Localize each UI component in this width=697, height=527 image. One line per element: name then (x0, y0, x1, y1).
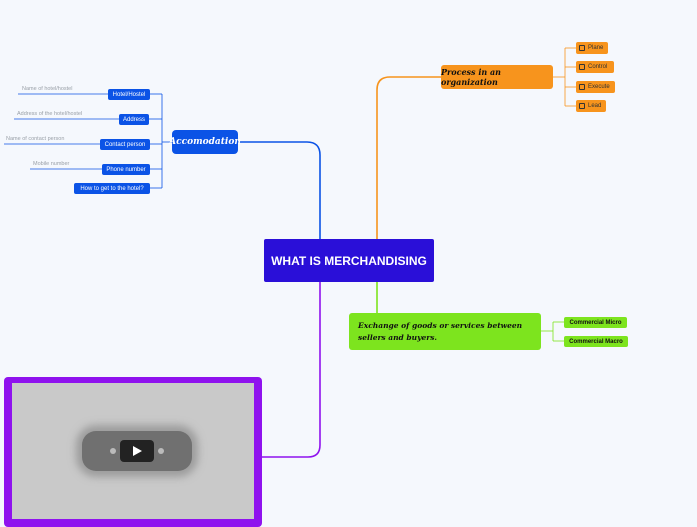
topic-accommodation[interactable]: Accomodation (169, 130, 241, 154)
subtopic-control[interactable]: Control (576, 61, 614, 73)
hint-hotel-name: Name of hotel/hostel (22, 86, 73, 92)
video-topic[interactable] (4, 377, 262, 527)
hint-contact-name: Name of contact person (6, 136, 65, 142)
hint-hotel-address: Address of the hotel/hostel (17, 111, 83, 117)
subtopic-contact-person[interactable]: Contact person (100, 139, 150, 150)
video-player-control[interactable] (82, 431, 192, 471)
subtopic-plane[interactable]: Plane (576, 42, 608, 54)
central-topic[interactable]: WHAT IS MERCHANDISING (264, 239, 434, 282)
topic-process[interactable]: Process in an organization (441, 65, 553, 89)
subtopic-execute[interactable]: Execute (576, 81, 615, 93)
dot-icon (158, 448, 164, 454)
play-triangle-icon (133, 446, 142, 456)
dot-icon (110, 448, 116, 454)
subtopic-commercial-micro[interactable]: Commercial Micro (564, 317, 627, 328)
subtopic-label: Control (588, 64, 608, 70)
subtopic-commercial-macro[interactable]: Commercial Macro (564, 336, 628, 347)
subtopic-label: Plane (588, 45, 604, 51)
checkbox-icon[interactable] (579, 84, 585, 90)
checkbox-icon[interactable] (579, 103, 585, 109)
subtopic-phone-number[interactable]: Phone number (102, 164, 150, 175)
subtopic-address[interactable]: Address (119, 114, 149, 125)
subtopic-label: Lead (588, 103, 602, 109)
checkbox-icon[interactable] (579, 64, 585, 70)
subtopic-how-to-get[interactable]: How to get to the hotel? (74, 183, 150, 194)
topic-exchange[interactable]: Exchange of goods or services between se… (349, 313, 541, 350)
subtopic-lead[interactable]: Lead (576, 100, 606, 112)
checkbox-icon[interactable] (579, 45, 585, 51)
hint-mobile-number: Mobile number (33, 161, 70, 167)
video-thumbnail[interactable] (12, 383, 254, 519)
play-icon[interactable] (120, 440, 154, 462)
subtopic-hotel-hostel[interactable]: Hotel/Hostel (108, 89, 150, 100)
subtopic-label: Execute (588, 84, 610, 90)
